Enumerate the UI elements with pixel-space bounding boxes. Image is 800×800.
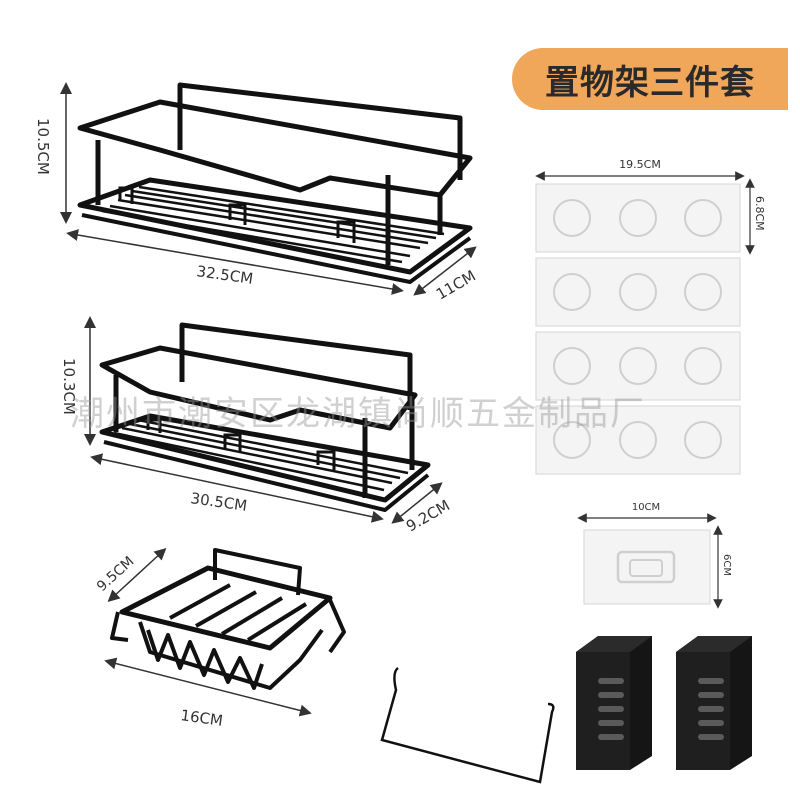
adhesive-small-width-label: 10CM: [632, 502, 660, 513]
title-badge: 置物架三件套: [512, 48, 788, 110]
title-text: 置物架三件套: [545, 62, 755, 103]
shelf-medium-depth-label: 9.2CM: [403, 496, 453, 535]
shelf-large-depth-label: 11CM: [433, 267, 479, 304]
shelf-medium-width-label: 30.5CM: [189, 489, 248, 515]
dim-line: [391, 482, 443, 524]
dim-line: [66, 229, 404, 295]
shelf-large-width-label: 32.5CM: [195, 262, 254, 288]
adhesive-strip-width-label: 19.5CM: [619, 158, 661, 171]
adhesive-small: [583, 529, 711, 605]
soap-dish-depth-label: 9.5CM: [94, 554, 137, 595]
dim-line: [413, 246, 477, 296]
soap-dish: [110, 548, 346, 690]
shelf-medium-height-label: 10.3CM: [60, 358, 78, 415]
adhesive-strip-2: [535, 257, 741, 327]
dim-line: [107, 547, 167, 603]
watermark-text: 潮州市潮安区龙湖镇尚顺五金制品厂: [70, 394, 646, 434]
holder-cup-1: [576, 636, 652, 770]
dim-line: [90, 453, 384, 523]
towel-bar: [380, 666, 555, 784]
adhesive-small-height-label: 6CM: [721, 554, 732, 576]
dim-line: [104, 657, 312, 717]
adhesive-strip-4: [535, 405, 741, 475]
adhesive-strip-height-label: 6.8CM: [753, 196, 766, 231]
holder-cup-2: [676, 636, 752, 770]
shelf-large-height-label: 10.5CM: [34, 118, 52, 175]
adhesive-strip-1: [535, 183, 741, 253]
soap-dish-width-label: 16CM: [179, 706, 224, 730]
adhesive-strip-3: [535, 331, 741, 401]
shelf-large: [77, 82, 473, 284]
